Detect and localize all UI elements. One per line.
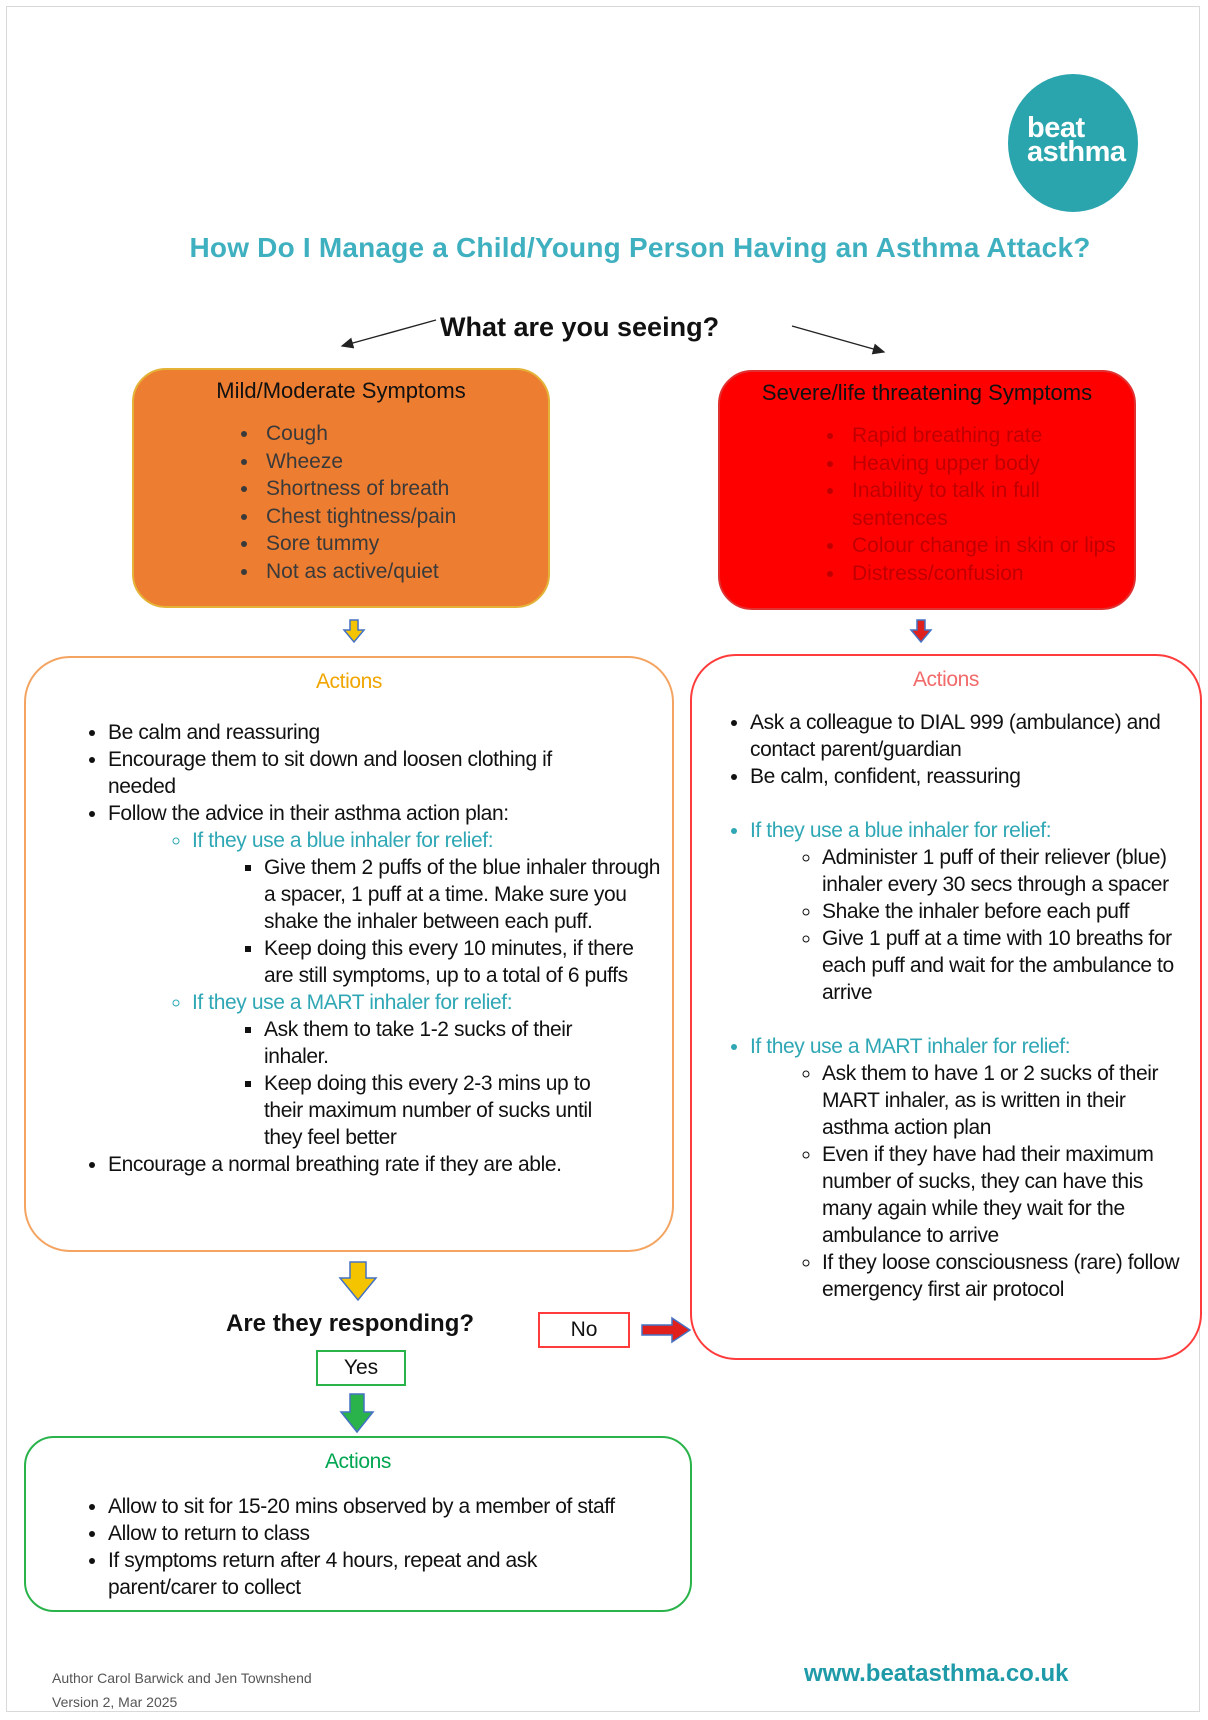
website-link[interactable]: www.beatasthma.co.uk	[804, 1660, 1069, 1687]
blue-inhaler-steps: Administer 1 puff of their reliever (blu…	[750, 844, 1190, 1006]
version-line: Version 2, Mar 2025	[52, 1694, 178, 1710]
severe-actions-box: Actions Ask a colleague to DIAL 999 (amb…	[690, 654, 1202, 1360]
down-arrow-yes	[339, 1393, 375, 1434]
step-item: Administer 1 puff of their reliever (blu…	[822, 844, 1190, 898]
action-item: Allow to return to class	[108, 1520, 676, 1547]
symptom-item: Rapid breathing rate	[846, 422, 1134, 450]
author-line: Author Carol Barwick and Jen Townshend	[52, 1670, 312, 1686]
mart-inhaler-heading-text: If they use a MART inhaler for relief:	[750, 1035, 1071, 1058]
mild-symptoms-list: Cough Wheeze Shortness of breath Chest t…	[134, 420, 548, 585]
step-item: If they loose consciousness (rare) follo…	[822, 1249, 1190, 1303]
action-item: Be calm, confident, reassuring	[750, 763, 1190, 790]
step-item: Ask them to take 1-2 sucks of their inha…	[264, 1016, 672, 1070]
seeing-question: What are you seeing?	[440, 312, 720, 342]
symptom-item: Wheeze	[260, 448, 548, 476]
step-item: Ask them to have 1 or 2 sucks of their M…	[822, 1060, 1190, 1141]
action-item: Ask a colleague to DIAL 999 (ambulance) …	[750, 709, 1190, 763]
mild-actions-box: Actions Be calm and reassuring Encourage…	[24, 656, 674, 1252]
step-item: Keep doing this every 2-3 mins up to the…	[264, 1070, 672, 1151]
step-item: Give 1 puff at a time with 10 breaths fo…	[822, 925, 1190, 1006]
blue-inhaler-steps: Give them 2 puffs of the blue inhaler th…	[192, 854, 672, 989]
mild-symptoms-title: Mild/Moderate Symptoms	[216, 378, 466, 403]
step-item: Give them 2 puffs of the blue inhaler th…	[264, 854, 672, 935]
action-item: Encourage a normal breathing rate if the…	[108, 1151, 672, 1178]
arrow-to-severe	[791, 325, 886, 355]
yes-actions-box: Actions Allow to sit for 15-20 mins obse…	[24, 1436, 692, 1612]
severe-symptoms-list: Rapid breathing rate Heaving upper body …	[720, 422, 1134, 587]
severe-actions-list: Ask a colleague to DIAL 999 (ambulance) …	[692, 709, 1200, 1303]
symptom-item: Inability to talk in full sentences	[846, 477, 1134, 532]
yes-actions-list: Allow to sit for 15-20 mins observed by …	[26, 1493, 690, 1601]
severe-symptoms-box: Severe/life threatening Symptoms Rapid b…	[718, 370, 1136, 610]
logo-line-1: beat	[1027, 112, 1085, 144]
down-arrow-mild	[342, 619, 366, 644]
symptom-item: Shortness of breath	[260, 475, 548, 503]
step-item: Even if they have had their maximum numb…	[822, 1141, 1190, 1249]
mart-inhaler-heading: If they use a MART inhaler for relief: A…	[192, 989, 672, 1151]
right-arrow-no	[641, 1316, 692, 1344]
blue-inhaler-heading: If they use a blue inhaler for relief: A…	[750, 817, 1190, 1006]
symptom-item: Distress/confusion	[846, 560, 1134, 588]
symptom-item: Heaving upper body	[846, 450, 1134, 478]
mild-actions-title: Actions	[315, 670, 383, 693]
mild-symptoms-box: Mild/Moderate Symptoms Cough Wheeze Shor…	[132, 368, 550, 608]
symptom-item: Not as active/quiet	[260, 558, 548, 586]
action-text: Follow the advice in their asthma action…	[108, 802, 509, 825]
blue-inhaler-heading-text: If they use a blue inhaler for relief:	[750, 819, 1052, 842]
action-item: Follow the advice in their asthma action…	[108, 800, 672, 1151]
blue-inhaler-heading-text: If they use a blue inhaler for relief:	[192, 829, 494, 852]
mart-inhaler-heading-text: If they use a MART inhaler for relief:	[192, 991, 513, 1014]
logo-line-2: asthma	[1027, 136, 1126, 168]
symptom-item: Chest tightness/pain	[260, 503, 548, 531]
yes-actions-title: Actions	[324, 1450, 392, 1473]
down-arrow-responding	[338, 1261, 378, 1302]
action-item: Allow to sit for 15-20 mins observed by …	[108, 1493, 676, 1520]
no-label-box: No	[538, 1312, 630, 1348]
symptom-item: Colour change in skin or lips	[846, 532, 1134, 560]
responding-question: Are they responding?	[226, 1310, 475, 1337]
mart-inhaler-steps: Ask them to have 1 or 2 sucks of their M…	[750, 1060, 1190, 1303]
footer-credits: Author Carol Barwick and Jen Townshend V…	[52, 1666, 312, 1714]
mart-inhaler-steps: Ask them to take 1-2 sucks of their inha…	[192, 1016, 672, 1151]
symptom-item: Sore tummy	[260, 530, 548, 558]
symptom-item: Cough	[260, 420, 548, 448]
severe-actions-title: Actions	[912, 668, 980, 691]
action-item: Be calm and reassuring	[108, 719, 672, 746]
arrow-to-mild	[340, 319, 437, 349]
mart-inhaler-heading: If they use a MART inhaler for relief: A…	[750, 1033, 1190, 1303]
step-item: Shake the inhaler before each puff	[822, 898, 1190, 925]
mild-inhaler-options: If they use a blue inhaler for relief: G…	[108, 827, 672, 1151]
blue-inhaler-heading: If they use a blue inhaler for relief: G…	[192, 827, 672, 989]
yes-label-box: Yes	[316, 1350, 406, 1386]
page-title: How Do I Manage a Child/Young Person Hav…	[189, 232, 1091, 263]
action-item: Encourage them to sit down and loosen cl…	[108, 746, 672, 800]
beat-asthma-logo: beat asthma	[1008, 74, 1138, 212]
action-item: If symptoms return after 4 hours, repeat…	[108, 1547, 676, 1601]
mild-actions-list: Be calm and reassuring Encourage them to…	[26, 719, 672, 1178]
severe-symptoms-title: Severe/life threatening Symptoms	[761, 380, 1093, 405]
down-arrow-severe	[909, 619, 933, 644]
step-item: Keep doing this every 10 minutes, if the…	[264, 935, 672, 989]
